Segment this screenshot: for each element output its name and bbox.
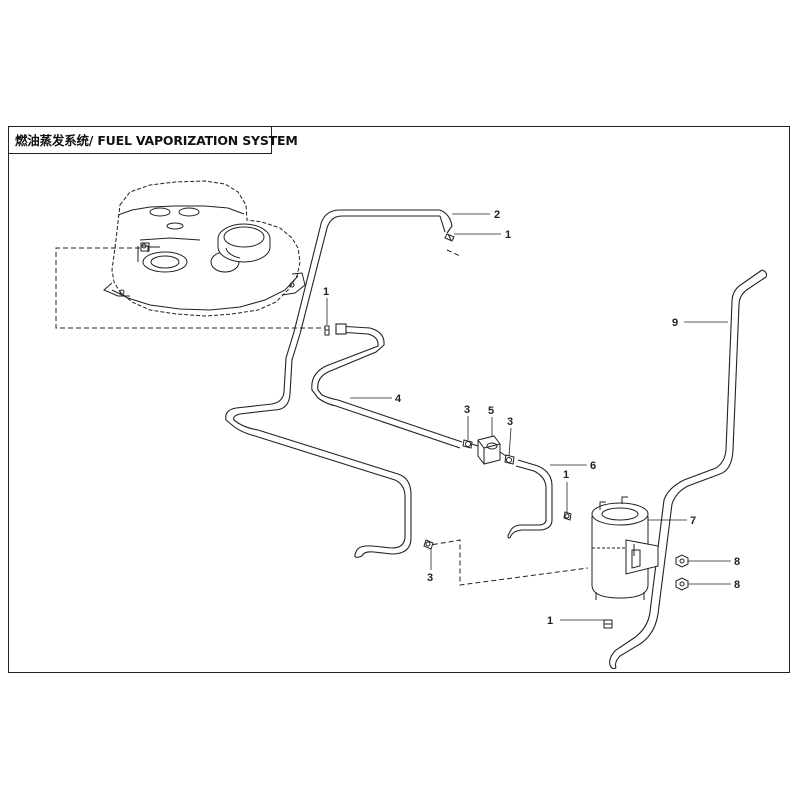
svg-text:7: 7: [690, 515, 696, 527]
vent-hose-9: [609, 269, 768, 670]
nut-lower: [675, 577, 689, 591]
callout-5-filter: 5: [488, 405, 494, 436]
callout-6-hose: 6: [550, 460, 596, 472]
dashed-connection-lines: [55, 247, 589, 586]
clamp-1-bottom: [603, 619, 613, 629]
callout-1-canister-clamp: 1: [563, 469, 569, 512]
callout-3-lower-clamp: 3: [427, 548, 433, 584]
callout-8-upper-nut: 8: [688, 556, 740, 568]
svg-text:2: 2: [494, 209, 500, 221]
callout-3-left-clamp: 3: [464, 404, 470, 440]
callout-7-canister: 7: [648, 515, 696, 527]
svg-text:1: 1: [323, 286, 329, 298]
tank-vent-fitting: [140, 242, 160, 252]
clamp-1-upper: [444, 233, 455, 242]
nut-upper: [675, 554, 689, 568]
svg-text:1: 1: [547, 615, 553, 627]
callout-9-hose: 9: [672, 317, 728, 329]
evap-canister: [591, 496, 659, 600]
callout-1-upper-clamp: 1: [454, 229, 511, 241]
title-box: 燃油蒸发系统/ FUEL VAPORIZATION SYSTEM: [8, 126, 298, 154]
vent-hose-6: [507, 459, 553, 539]
svg-text:3: 3: [507, 416, 513, 428]
inline-filter: [471, 435, 507, 465]
svg-text:4: 4: [395, 393, 402, 405]
svg-text:5: 5: [488, 405, 494, 417]
clamp-3-right: [504, 454, 515, 465]
hose-clamps: [324, 233, 613, 629]
diagram-title: 燃油蒸发系统/ FUEL VAPORIZATION SYSTEM: [15, 133, 298, 148]
svg-text:9: 9: [672, 317, 678, 329]
svg-text:1: 1: [505, 229, 511, 241]
callout-3-right-clamp: 3: [507, 416, 513, 457]
callout-1-tank-clamp: 1: [323, 286, 329, 325]
fuel-tank: [103, 180, 306, 317]
svg-text:8: 8: [734, 556, 740, 568]
svg-text:1: 1: [563, 469, 569, 481]
diagram-frame: [8, 126, 790, 673]
svg-text:3: 3: [464, 404, 470, 416]
svg-text:8: 8: [734, 579, 740, 591]
callout-4-hose: 4: [350, 393, 402, 405]
canister-bracket: [625, 539, 659, 575]
fuel-cap: [217, 223, 271, 263]
svg-text:6: 6: [590, 460, 596, 472]
callout-8-lower-nut: 8: [688, 579, 740, 591]
clamp-1-tank: [324, 325, 330, 336]
vent-hose-4: [311, 323, 463, 449]
callout-2-hose: 2: [452, 209, 500, 221]
nuts: [675, 554, 689, 591]
clamp-3-left: [462, 439, 473, 449]
callout-1-bottom-clamp: 1: [547, 615, 604, 627]
clamp-1-canister: [563, 511, 572, 521]
clamp-3-lower: [423, 539, 434, 550]
callouts: 2 1 1 9 4 3 5 3 6 1 7 8 8 3 1: [323, 209, 740, 627]
vent-hose-2: [225, 209, 453, 558]
svg-text:3: 3: [427, 572, 433, 584]
